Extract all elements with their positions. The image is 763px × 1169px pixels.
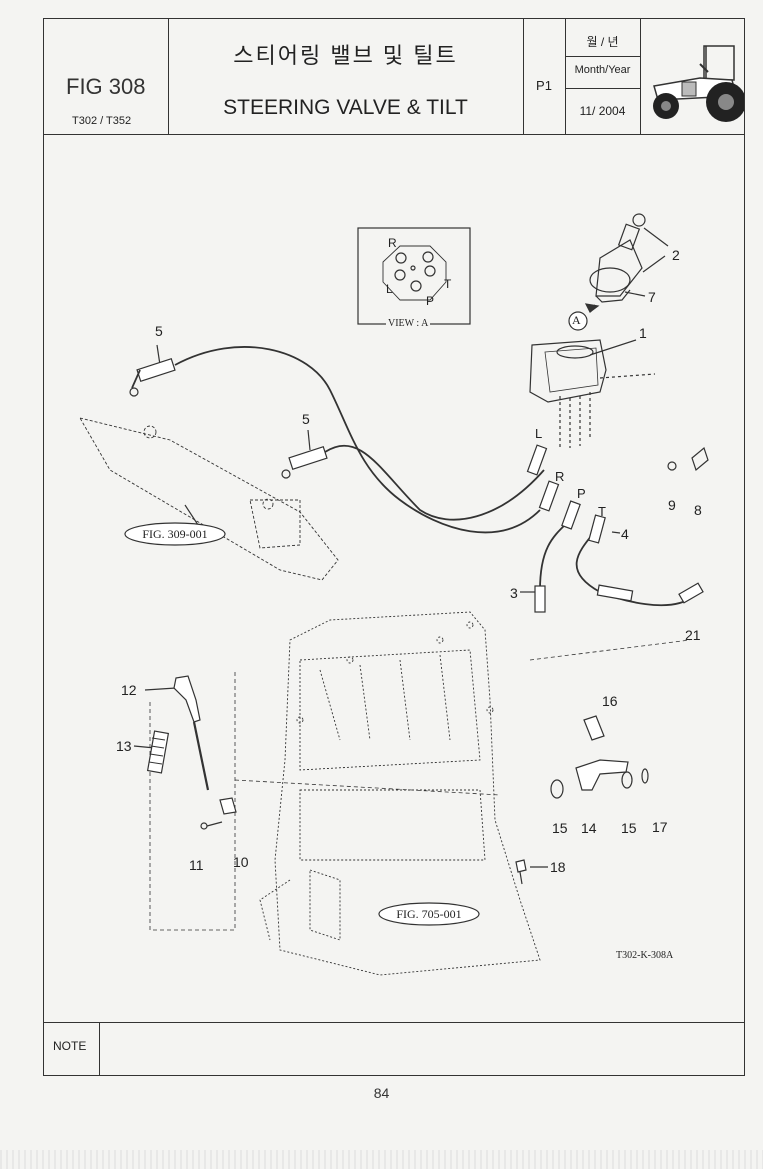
callout-5b: 5 [302,411,310,427]
note-divider [99,1022,100,1076]
date-label-korean: 월 / 년 [586,35,619,49]
model-numbers: T302 / T352 [72,115,132,127]
hose-port-l: L [535,426,543,441]
view-port-t: T [444,277,452,291]
header-divider-3 [565,18,566,134]
callout-15a: 15 [552,820,568,836]
callout-2: 2 [672,247,680,263]
title-english: STEERING VALVE & TILT [223,96,468,119]
callout-5a: 5 [155,323,163,339]
callout-16: 16 [602,693,618,709]
view-port-p: P [426,294,435,308]
steering-valve [529,339,656,450]
fig-309-reference: FIG. 309-001 [142,527,208,541]
drawing-code: T302-K-308A [616,950,674,961]
callout-17: 17 [652,819,668,835]
callout-4: 4 [621,526,629,542]
callout-13: 13 [116,738,132,754]
view-a-box [357,227,471,325]
callout-7: 7 [648,289,656,305]
title-korean: 스티어링 밸브 및 틸트 [233,43,458,68]
fig-705-reference: FIG. 705-001 [396,907,462,921]
date-cell-rule-2 [565,88,640,89]
header-divider-4 [640,18,641,134]
header-divider-2 [523,18,524,134]
header-bottom-rule [43,134,745,135]
view-port-l: L [386,282,393,296]
note-top-rule [43,1022,745,1023]
callout-11: 11 [189,857,204,873]
hose-port-t: T [598,504,606,519]
hose-port-p: P [577,486,586,501]
page-frame [43,18,745,1076]
hose-left [174,346,545,534]
date-value: 11/ 2004 [579,104,626,118]
spring-13 [146,730,170,774]
transmission-housing [259,611,541,976]
page-code: P1 [536,78,552,93]
view-port-r: R [388,236,397,250]
callout-18: 18 [550,859,566,875]
callout-15b: 15 [621,820,637,836]
callout-21: 21 [685,627,701,643]
scan-artifact-strip [0,1150,763,1169]
date-label-english: Month/Year [574,64,631,76]
callout-12: 12 [121,682,137,698]
callout-9: 9 [668,497,676,513]
callout-8: 8 [694,502,702,518]
page-number: 84 [373,1085,390,1101]
hose-p [539,519,571,591]
view-a-caption: VIEW : A [386,318,431,329]
note-label: NOTE [53,1039,87,1053]
callout-1: 1 [639,325,647,341]
callout-10: 10 [233,854,249,870]
tilt-cylinder [584,213,669,313]
callout-3: 3 [510,585,518,601]
tractor-icon [653,45,744,122]
header-divider-1 [168,18,169,134]
callout-14: 14 [581,820,597,836]
hose-port-r: R [555,469,565,484]
date-cell-rule-1 [565,56,640,57]
steering-column [79,417,339,581]
detail-marker-a: A [572,313,581,327]
fig-number: FIG 308 [66,74,146,99]
